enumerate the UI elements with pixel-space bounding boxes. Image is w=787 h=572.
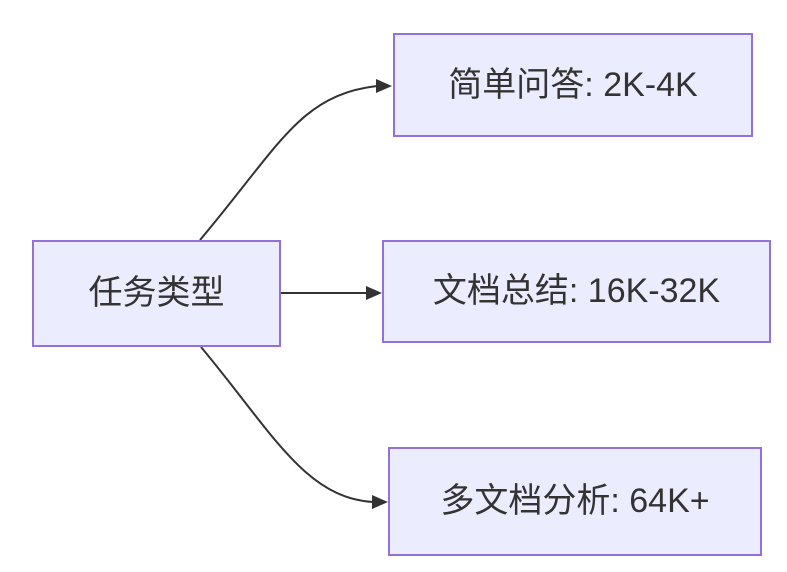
node-task-type-label: 任务类型 (88, 274, 225, 313)
arrowhead-icon (366, 286, 382, 300)
edge-root-to-branch2 (281, 286, 382, 300)
edge-root-to-branch3-path (200, 346, 374, 503)
node-multi-doc-analysis-label: 多文档分析: 64K+ (440, 482, 710, 521)
arrowhead-icon (376, 79, 392, 93)
edge-root-to-branch1 (199, 79, 392, 241)
node-simple-qa: 简单问答: 2K-4K (393, 33, 753, 137)
node-multi-doc-analysis: 多文档分析: 64K+ (388, 447, 762, 556)
node-doc-summary: 文档总结: 16K-32K (382, 240, 771, 343)
edge-root-to-branch3 (200, 346, 388, 509)
node-simple-qa-label: 简单问答: 2K-4K (448, 65, 698, 104)
node-task-type: 任务类型 (32, 240, 281, 347)
edge-root-to-branch1-path (199, 85, 378, 241)
arrowhead-icon (372, 495, 388, 509)
node-doc-summary-label: 文档总结: 16K-32K (432, 272, 721, 311)
